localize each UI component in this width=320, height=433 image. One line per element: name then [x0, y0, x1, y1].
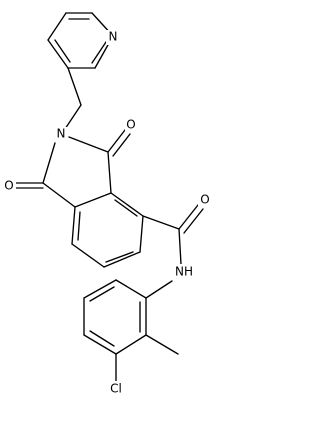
bond-py-double-3: [54, 39, 71, 63]
lower-carbonyl-oxygen: O: [2, 179, 16, 194]
bond-amide-c-o-2: [183, 208, 204, 234]
bond-benzo-6: [71, 206, 76, 245]
amide-oxygen: O: [198, 193, 212, 208]
carboxamide-group: [142, 204, 204, 299]
bond-ring-to-ch2: [67, 67, 82, 106]
pyridine-ring: [47, 12, 114, 69]
lower-carbonyl-o-label: O: [4, 179, 13, 193]
bond-benzo-2: [110, 192, 144, 217]
bond-amide-n-aryl: [145, 280, 173, 299]
amide-nitrogen: NH: [171, 264, 197, 279]
bond-benzo-4: [103, 251, 141, 268]
bond-upper-carbonyl-1: [107, 129, 126, 153]
imide-carbonyls: [15, 129, 131, 189]
bond-aryl-3: [83, 334, 117, 355]
bond-py-6: [47, 12, 67, 41]
bond-benzo-double-3: [77, 211, 81, 241]
imide-nitrogen: N: [54, 127, 68, 142]
upper-carbonyl-oxygen: O: [125, 118, 139, 133]
bond-ring-to-amide-c: [142, 215, 180, 230]
bond-aryl-6: [115, 279, 147, 299]
bond-benzo-double-1: [114, 199, 138, 217]
upper-carbonyl-o-label: O: [126, 118, 135, 132]
pyridine-n-label: N: [109, 30, 118, 44]
amide-nh-label: NH: [175, 265, 193, 279]
bond-amide-c-o-1: [178, 204, 199, 230]
bond-py-5: [47, 39, 69, 69]
bond-aryl-double-3: [89, 286, 115, 302]
chlorine-label: Cl: [110, 382, 122, 396]
pyridine-nitrogen: N: [106, 30, 120, 45]
bond-imide-n-lower-c: [42, 142, 56, 184]
imide-n-label: N: [57, 127, 66, 141]
bond-py-double-2: [91, 38, 109, 64]
benzo-ring: [71, 192, 144, 268]
bond-aryl-5: [83, 279, 117, 299]
bond-amide-c-n: [178, 228, 182, 265]
methylene-linker: [62, 67, 82, 133]
amide-o-label: O: [200, 193, 209, 207]
bond-aryl-2: [115, 334, 147, 355]
bond-imide-n-upper-c: [68, 136, 109, 153]
bond-aryl-methyl: [145, 334, 179, 355]
chloromethylphenyl-ring: [83, 279, 179, 382]
chemical-structure-diagram: N N O O O NH Cl: [2, 12, 212, 396]
bond-benzo-5: [71, 243, 105, 268]
bond-upper-c-fusion: [107, 151, 112, 194]
bond-benzo-double-2: [105, 251, 134, 263]
bond-aryl-double-2: [89, 330, 115, 347]
imide-ring: [42, 136, 112, 208]
atom-labels: N N O O O NH Cl: [2, 30, 212, 396]
bond-benzo-3: [139, 215, 144, 253]
chlorine-atom: Cl: [105, 381, 128, 396]
bond-lower-c-fusion: [42, 182, 76, 208]
bond-upper-carbonyl-2: [112, 133, 131, 157]
bond-benzo-1: [74, 192, 112, 208]
